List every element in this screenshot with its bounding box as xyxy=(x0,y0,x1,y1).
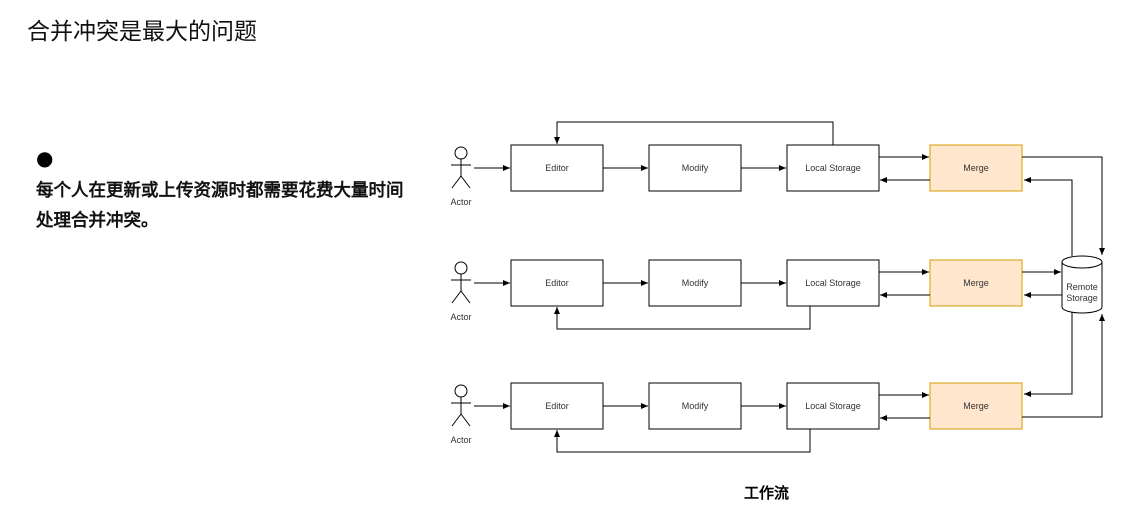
workflow-row: Actor Editor Modify Local Storage Merge xyxy=(450,259,1023,330)
remote-storage: Remote Storage xyxy=(1061,255,1103,314)
merge-box xyxy=(929,382,1023,430)
editor-box xyxy=(510,382,604,430)
diagram-caption: 工作流 xyxy=(744,484,790,502)
editor-box xyxy=(510,144,604,192)
local-box xyxy=(786,259,880,307)
actor-label: Actor xyxy=(450,435,471,445)
merge-box xyxy=(929,259,1023,307)
bullet-icon: ● xyxy=(36,146,54,170)
remote-label-2: Storage xyxy=(1066,293,1098,303)
merge-label: Merge xyxy=(963,401,989,411)
editor-label: Editor xyxy=(545,278,569,288)
merge-label: Merge xyxy=(963,163,989,173)
connector-arrow xyxy=(554,121,834,145)
workflow-row: Actor Editor Modify Local Storage Merge xyxy=(450,121,1023,207)
workflow-row: Actor Editor Modify Local Storage Merge xyxy=(450,382,1023,453)
merge-box xyxy=(929,144,1023,192)
remote-label-1: Remote xyxy=(1066,282,1098,292)
local-label: Local Storage xyxy=(805,278,861,288)
merge-label: Merge xyxy=(963,278,989,288)
modify-label: Modify xyxy=(682,401,709,411)
editor-label: Editor xyxy=(545,401,569,411)
modify-box xyxy=(648,259,742,307)
modify-label: Modify xyxy=(682,163,709,173)
connector-arrow xyxy=(554,429,811,453)
local-label: Local Storage xyxy=(805,401,861,411)
actor-label: Actor xyxy=(450,197,471,207)
actor-label: Actor xyxy=(450,312,471,322)
connector-arrow xyxy=(554,306,811,330)
local-box xyxy=(786,382,880,430)
page-title: 合并冲突是最大的问题 xyxy=(27,19,257,45)
actor-icon xyxy=(451,261,471,304)
bullet-text: 每个人在更新或上传资源时都需要花费大量时间处理合并冲突。 xyxy=(36,181,404,231)
modify-label: Modify xyxy=(682,278,709,288)
modify-box xyxy=(648,382,742,430)
local-label: Local Storage xyxy=(805,163,861,173)
local-box xyxy=(786,144,880,192)
editor-box xyxy=(510,259,604,307)
editor-label: Editor xyxy=(545,163,569,173)
actor-icon xyxy=(451,146,471,189)
actor-icon xyxy=(451,384,471,427)
